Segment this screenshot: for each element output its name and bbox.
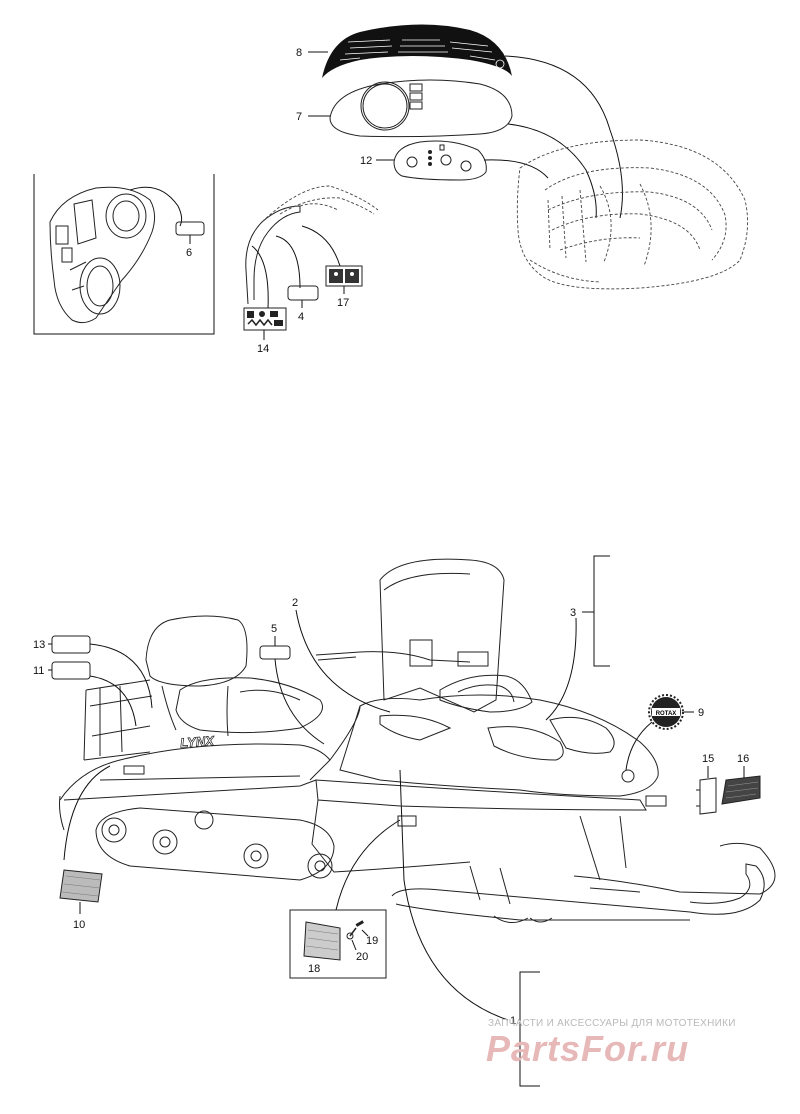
callout-17: 17: [337, 297, 349, 309]
leader-17: [301, 225, 341, 267]
callout-14: 14: [257, 343, 269, 355]
decal-14: [243, 307, 287, 331]
snowmobile-drawing: LYNX: [59, 558, 776, 923]
callout-15: 15: [702, 753, 714, 765]
switch-panel-12: [393, 140, 487, 181]
callout-20: 20: [356, 951, 368, 963]
bracket-3: [593, 555, 610, 667]
callout-2: 2: [292, 597, 298, 609]
callout-19: 19: [366, 935, 378, 947]
decal-5: [259, 645, 291, 660]
decal-13: [51, 635, 91, 654]
watermark-tagline: ЗАПЧАСТИ И АКСЕССУАРЫ ДЛЯ МОТОТЕХНИКИ: [488, 1018, 736, 1029]
leader-14: [251, 245, 269, 309]
leader-2: [295, 609, 391, 713]
callout-13: 13: [33, 639, 45, 651]
reflector-18: [303, 921, 341, 961]
leader-10: [63, 765, 111, 861]
callout-12: 12: [360, 155, 372, 167]
callout-7: 7: [296, 111, 302, 123]
warning-decal-8: [322, 24, 512, 78]
leader-9: [625, 721, 653, 771]
inset-frame: [33, 174, 215, 335]
reflector-kit-box: [289, 909, 387, 979]
side-panel: [245, 185, 379, 305]
gauge-bezel-7: [329, 79, 513, 138]
reflector-16: [721, 775, 761, 805]
callout-11: 11: [33, 665, 44, 677]
leader-12: [483, 159, 549, 179]
decal-17: [325, 265, 363, 287]
leader-11: [89, 675, 137, 727]
callout-9: 9: [698, 707, 704, 719]
watermark-logo: PartsFor.ru: [486, 1028, 690, 1069]
callout-10: 10: [73, 919, 85, 931]
bracket-1: [519, 971, 540, 1087]
leader-5: [274, 658, 325, 745]
callout-4: 4: [298, 311, 304, 323]
callout-5: 5: [271, 623, 277, 635]
lynx-decal: LYNX: [180, 733, 216, 750]
leader-1: [399, 769, 509, 1021]
callout-3: 3: [570, 607, 576, 619]
badge-9: ROTAX: [648, 694, 684, 730]
callout-18: 18: [308, 963, 320, 975]
callout-6: 6: [186, 247, 192, 259]
svg-text:ROTAX: ROTAX: [656, 711, 677, 717]
screw-19: [349, 920, 364, 937]
speedometer-housing: [49, 186, 156, 324]
leader-18: [335, 819, 401, 911]
callout-16: 16: [737, 753, 749, 765]
leader-3: [545, 617, 577, 721]
callout-1: 1: [510, 1015, 516, 1027]
leader-4: [275, 235, 301, 289]
decal-6: [175, 221, 205, 236]
decal-4: [287, 285, 319, 301]
washer-20: [346, 932, 354, 940]
callout-8: 8: [296, 47, 302, 59]
decal-11: [51, 661, 91, 680]
console-outline: [516, 139, 749, 290]
bracket-15: [699, 777, 717, 815]
reflector-10: [59, 869, 103, 903]
leader-8: [504, 55, 623, 219]
leader-13: [89, 643, 153, 709]
leader-7: [507, 123, 597, 219]
leader-6: [129, 186, 183, 227]
